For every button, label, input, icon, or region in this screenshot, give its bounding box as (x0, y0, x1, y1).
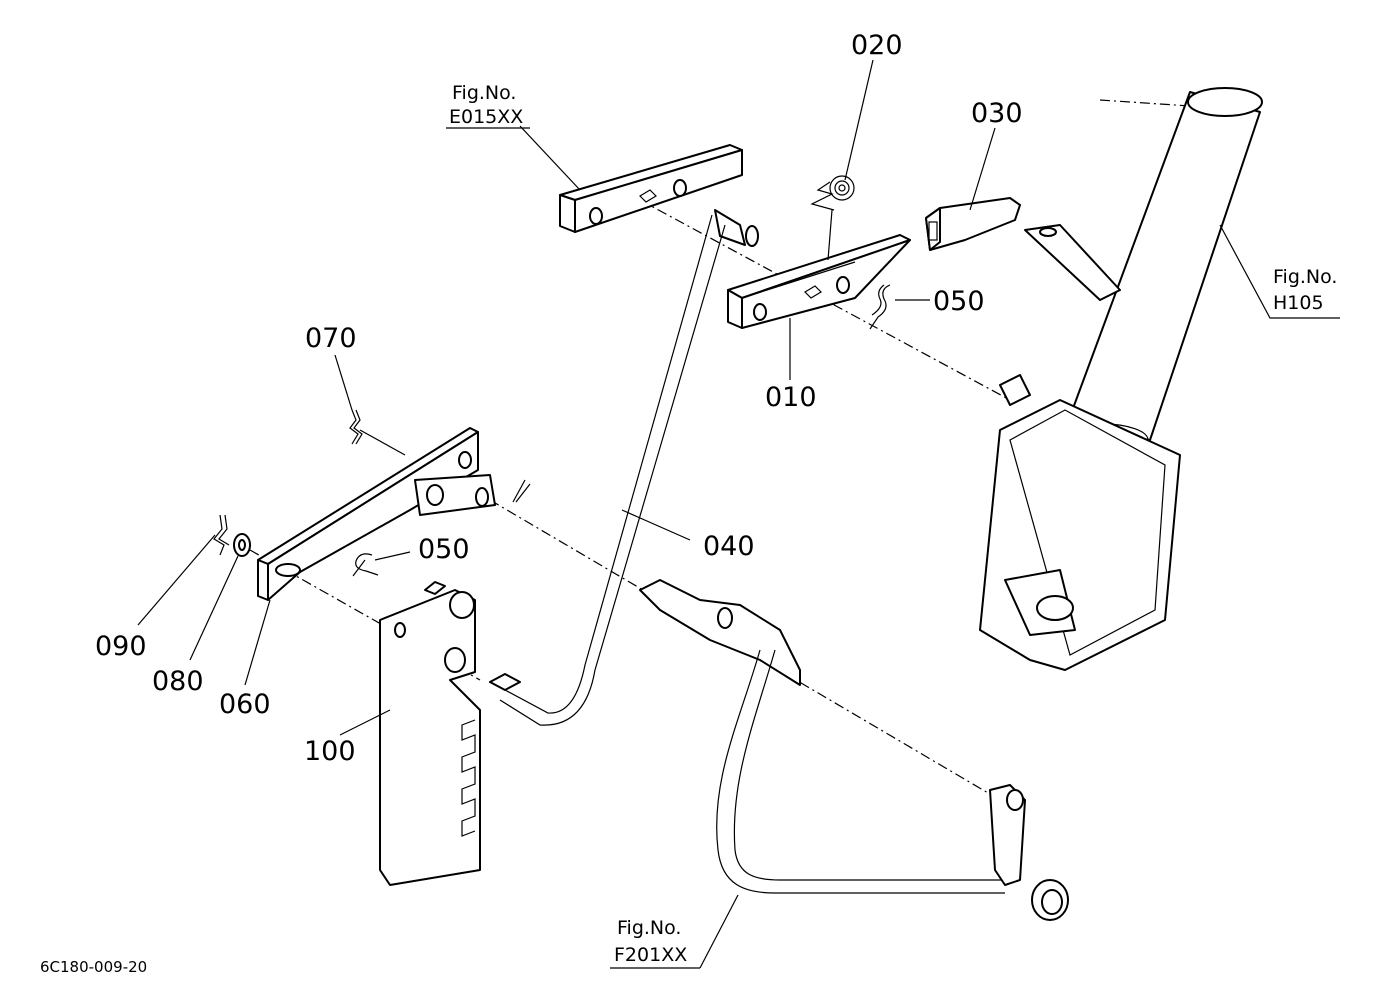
quadrant-plate-100 (379, 581, 481, 886)
rod-040 (489, 209, 759, 726)
figref-h105-line2: H105 (1273, 292, 1324, 314)
figure-reference-h105: Fig.No. H105 (1273, 266, 1337, 314)
label-020: 020 (851, 30, 903, 61)
figref-e015-line1: Fig.No. (452, 82, 516, 104)
figure-reference-f201: Fig.No. F201XX (610, 917, 700, 969)
label-050-lower: 050 (418, 534, 470, 565)
label-090: 090 (95, 631, 147, 662)
clip-pin-050-b (352, 553, 379, 577)
part-number-labels: 020 030 050 010 040 070 050 090 080 060 … (95, 30, 1023, 767)
pin-070 (349, 409, 406, 456)
clip-pin-050-a (869, 284, 891, 330)
figref-f201-line2: F201XX (614, 944, 687, 966)
drawing-code: 6C180-009-20 (40, 958, 147, 976)
figref-f201-line1: Fig.No. (617, 917, 681, 939)
figref-e015-line2: E015XX (449, 106, 523, 128)
label-050-upper: 050 (933, 286, 985, 317)
label-030: 030 (971, 98, 1023, 129)
pedal-arm-f201 (639, 579, 1069, 921)
figref-h105-line1: Fig.No. (1273, 266, 1337, 288)
leader-lines (137, 59, 1340, 969)
pin-090 (213, 514, 230, 556)
link-plate-010 (727, 234, 911, 329)
label-060: 060 (219, 689, 271, 720)
end-cap-030 (925, 197, 1021, 251)
label-040: 040 (703, 531, 755, 562)
label-070: 070 (305, 323, 357, 354)
label-080: 080 (152, 666, 204, 697)
washer-080 (233, 533, 251, 557)
upper-link-plate (559, 144, 743, 233)
spring-020 (810, 175, 855, 261)
lever-plate-060 (257, 427, 531, 601)
figure-reference-e015: Fig.No. E015XX (446, 82, 530, 129)
steering-bracket-h105 (979, 87, 1263, 671)
label-010: 010 (765, 382, 817, 413)
label-100: 100 (304, 736, 356, 767)
